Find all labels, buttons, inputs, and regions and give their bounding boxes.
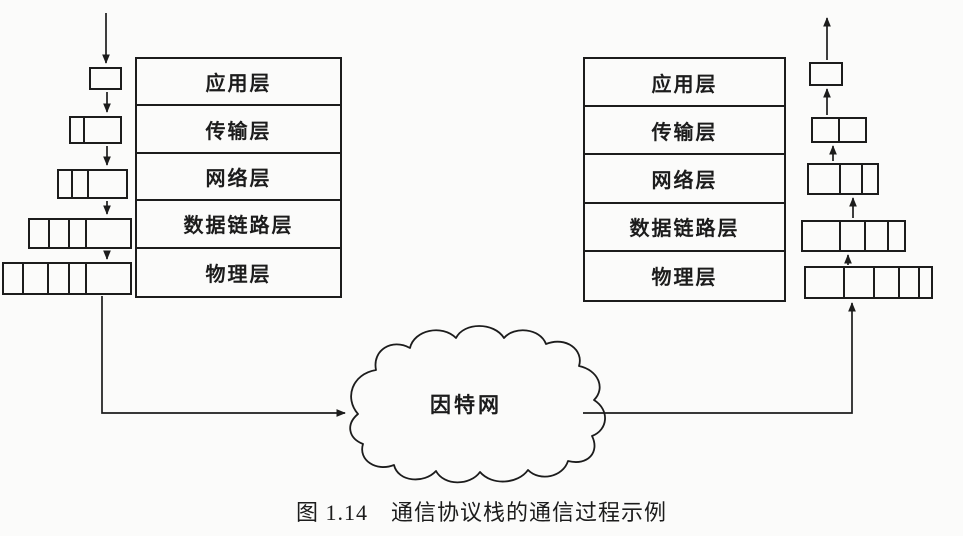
packet-cell — [70, 220, 87, 247]
packet-cell — [845, 268, 875, 297]
layer-label: 数据链路层 — [629, 218, 740, 241]
left-layer-datalink: 数据链路层 — [137, 201, 340, 249]
cloud-to-right-host-line — [583, 302, 856, 414]
packet-cell — [73, 171, 89, 197]
internet-cloud-label: 因特网 — [430, 393, 502, 417]
packet-cell — [89, 171, 126, 197]
layer-label: 物理层 — [651, 267, 718, 290]
layer-label: 应用层 — [651, 73, 718, 96]
packet-cell — [809, 165, 841, 193]
right-packet-layer5 — [804, 266, 933, 299]
left-packet-layer4 — [28, 218, 132, 249]
left-packet-layer1 — [89, 67, 122, 90]
internet-cloud — [349, 325, 606, 484]
packet-cell — [811, 64, 841, 84]
layer-label: 物理层 — [205, 263, 272, 286]
layer-label: 数据链路层 — [183, 215, 294, 238]
left-protocol-stack: 应用层 传输层 网络层 数据链路层 物理层 — [135, 57, 342, 298]
left-layer-transport: 传输层 — [137, 106, 340, 154]
right-layer-datalink: 数据链路层 — [585, 204, 784, 252]
packet-cell — [85, 118, 120, 142]
right-protocol-stack: 应用层 传输层 网络层 数据链路层 物理层 — [583, 57, 786, 302]
layer-label: 应用层 — [205, 73, 272, 96]
packet-cell — [87, 220, 130, 247]
layer-label: 网络层 — [205, 167, 272, 190]
packet-cell — [49, 264, 70, 293]
packet-cell — [866, 222, 889, 250]
right-packet-layer3 — [807, 163, 879, 195]
packet-cell — [59, 171, 73, 197]
right-packet-layer1 — [809, 62, 843, 86]
packet-cell — [4, 264, 24, 293]
packet-cell — [803, 222, 841, 250]
packet-cell — [920, 268, 931, 297]
packet-cell — [50, 220, 70, 247]
layer-label: 传输层 — [205, 120, 272, 143]
packet-cell — [841, 222, 866, 250]
packet-cell — [87, 264, 130, 293]
right-layer-transport: 传输层 — [585, 107, 784, 156]
figure-caption: 图 1.14 通信协议栈的通信过程示例 — [295, 500, 667, 525]
packet-cell — [70, 264, 87, 293]
left-packet-layer5 — [2, 262, 132, 295]
packet-cell — [806, 268, 845, 297]
right-layer-application: 应用层 — [585, 59, 784, 108]
layer-label: 网络层 — [651, 169, 718, 192]
left-host-to-cloud-line — [101, 296, 346, 417]
left-packet-layer2 — [69, 116, 122, 144]
packet-cell — [24, 264, 49, 293]
right-packet-layer4 — [801, 220, 906, 252]
packet-cell — [875, 268, 900, 297]
packet-cell — [840, 119, 865, 141]
packet-cell — [91, 69, 120, 88]
left-layer-application: 应用层 — [137, 59, 340, 107]
layer-label: 传输层 — [651, 121, 718, 144]
packet-cell — [813, 119, 840, 141]
packet-cell — [841, 165, 863, 193]
right-packet-layer2 — [811, 117, 867, 143]
packet-cell — [863, 165, 877, 193]
packet-cell — [900, 268, 920, 297]
packet-cell — [889, 222, 904, 250]
right-layer-physical: 物理层 — [585, 252, 784, 300]
right-layer-network: 网络层 — [585, 155, 784, 204]
packet-cell — [30, 220, 50, 247]
packet-cell — [71, 118, 85, 142]
left-layer-network: 网络层 — [137, 154, 340, 202]
left-packet-layer3 — [57, 169, 128, 199]
left-layer-physical: 物理层 — [137, 249, 340, 296]
